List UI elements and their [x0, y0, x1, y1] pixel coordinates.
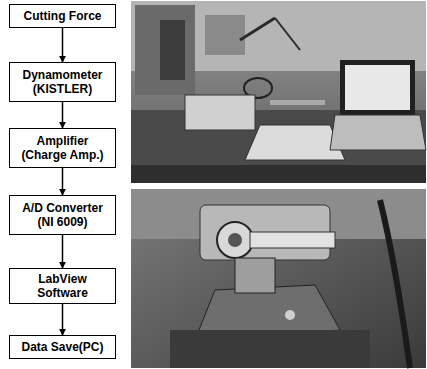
dynamometer-photo — [131, 189, 426, 368]
flow-arrow — [62, 235, 64, 268]
process-box: Amplifier (Charge Amp.) — [9, 128, 116, 168]
flow-arrow — [62, 168, 64, 195]
box-label: Dynamometer (KISTLER) — [14, 68, 111, 96]
flow-arrow — [62, 304, 64, 335]
process-box: Data Save(PC) — [9, 335, 116, 359]
box-label: Data Save(PC) — [21, 340, 103, 354]
process-box: A/D Converter (NI 6009) — [9, 195, 116, 235]
flow-arrow — [62, 28, 64, 62]
box-label: A/D Converter (NI 6009) — [14, 201, 111, 229]
process-box: Cutting Force — [9, 4, 116, 28]
box-label: LabView Software — [14, 272, 111, 300]
box-label: Cutting Force — [24, 9, 102, 23]
box-label: Amplifier (Charge Amp.) — [14, 134, 111, 162]
process-box: LabView Software — [9, 268, 116, 304]
flow-arrow — [62, 102, 64, 128]
process-box: Dynamometer (KISTLER) — [9, 62, 116, 102]
lab-photo — [131, 1, 426, 183]
